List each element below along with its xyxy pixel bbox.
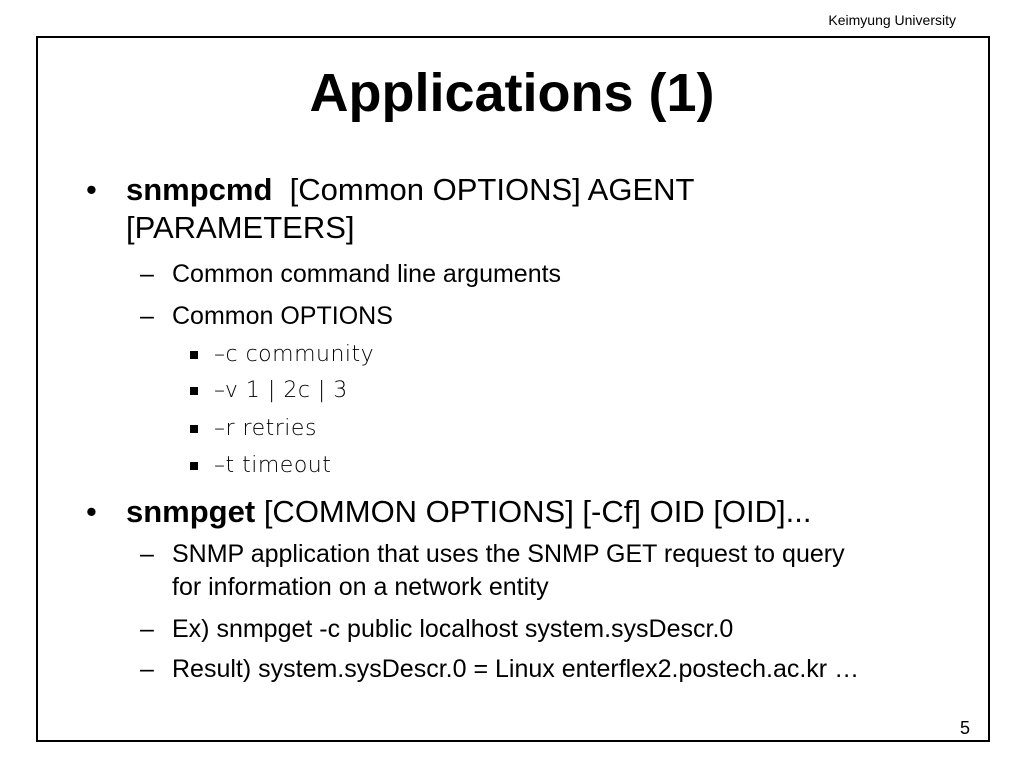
command-name: snmpcmd (126, 172, 273, 207)
option-item: –c community (190, 340, 374, 370)
option-item: –r retries (190, 414, 317, 444)
command-syntax: [Common OPTIONS] AGENT (289, 172, 695, 207)
square-bullet-icon (190, 425, 198, 433)
bullet-dot: • (86, 494, 97, 529)
bullet-snmpcmd-continued: [PARAMETERS] (126, 210, 355, 245)
option-item: –v 1 | 2c | 3 (190, 376, 348, 406)
square-bullet-icon (190, 387, 198, 395)
sub-item: –Common OPTIONS (140, 302, 393, 330)
command-name: snmpget (126, 494, 256, 529)
command-syntax: [COMMON OPTIONS] [-Cf] OID [OID]... (263, 494, 812, 529)
sub-item-continued: for information on a network entity (172, 573, 549, 601)
slide-frame (36, 36, 990, 742)
square-bullet-icon (190, 462, 198, 470)
bullet-snmpcmd: • snmpcmd [Common OPTIONS] AGENT (86, 172, 695, 208)
header-organization: Keimyung University (828, 12, 956, 28)
bullet-snmpget: • snmpget [COMMON OPTIONS] [-Cf] OID [OI… (86, 494, 812, 530)
sub-item: –SNMP application that uses the SNMP GET… (140, 540, 845, 568)
square-bullet-icon (190, 351, 198, 359)
page-number: 5 (959, 718, 970, 738)
option-item: –t timeout (190, 451, 331, 481)
slide-title: Applications (1) (309, 63, 715, 123)
sub-item: –Result) system.sysDescr.0 = Linux enter… (140, 655, 860, 683)
sub-item: –Common command line arguments (140, 260, 562, 288)
sub-item: –Ex) snmpget -c public localhost system.… (140, 615, 734, 643)
bullet-dot: • (86, 172, 97, 207)
